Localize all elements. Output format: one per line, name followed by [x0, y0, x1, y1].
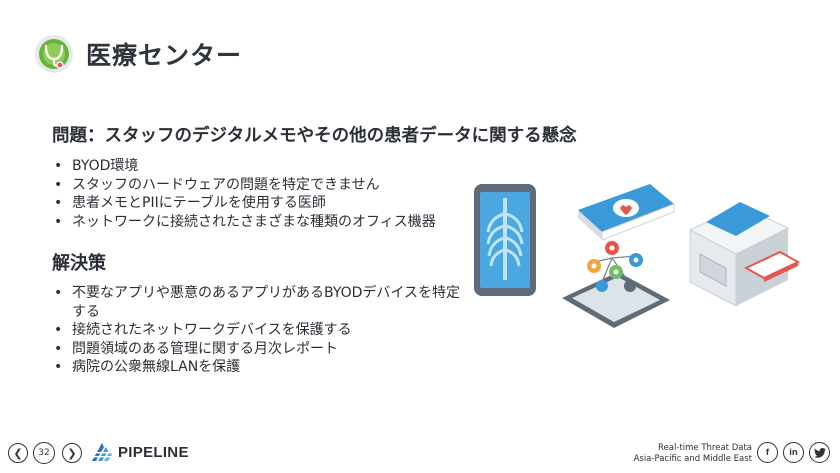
page-number: 32: [33, 442, 55, 464]
solution-list: 不要なアプリや悪意のあるアプリがあるBYODデバイスを特定する 接続されたネット…: [52, 284, 472, 377]
medical-book-icon: [578, 184, 675, 241]
chevron-right-icon: ❯: [67, 446, 77, 460]
next-button[interactable]: ❯: [62, 443, 82, 463]
linkedin-icon: in: [789, 447, 798, 458]
list-item: スタッフのハードウェアの問題を特定できません: [52, 176, 472, 195]
connected-phone-icon: [562, 241, 670, 328]
slide-footer: ❮ 32 ❯ PIPELINE Real-time Threat Data As…: [0, 438, 840, 468]
list-item: 患者メモとPIIにテーブルを使用する医師: [52, 194, 472, 213]
chevron-left-icon: ❮: [13, 446, 23, 460]
brand-name: PIPELINE: [118, 443, 189, 461]
tagline-line-1: Real-time Threat Data: [658, 443, 752, 453]
page-title: 医療センター: [86, 41, 243, 70]
problem-heading: 問題：スタッフのデジタルメモやその他の患者データに関する懸念: [52, 126, 577, 146]
slide-header: 医療センター: [34, 34, 242, 74]
list-item: 接続されたネットワークデバイスを保護する: [52, 321, 472, 340]
list-item: ネットワークに接続されたさまざまな種類のオフィス機器: [52, 213, 472, 232]
printer-icon: [688, 202, 801, 307]
solution-heading: 解決策: [52, 253, 106, 274]
twitter-button[interactable]: [809, 442, 830, 463]
previous-button[interactable]: ❮: [8, 443, 28, 463]
facebook-button[interactable]: f: [757, 442, 778, 463]
facebook-icon: f: [765, 447, 770, 458]
list-item: BYOD環境: [52, 157, 472, 176]
twitter-icon: [813, 447, 826, 458]
stethoscope-badge-icon: [35, 35, 73, 73]
list-item: 不要なアプリや悪意のあるアプリがあるBYODデバイスを特定する: [52, 284, 472, 321]
xray-tablet-icon: [474, 184, 536, 296]
list-item: 問題領域のある管理に関する月次レポート: [52, 340, 472, 359]
problem-list: BYOD環境 スタッフのハードウェアの問題を特定できません 患者メモとPIIにテ…: [52, 157, 472, 231]
medical-devices-illustration: [474, 184, 801, 328]
slide-content: 問題：スタッフのデジタルメモやその他の患者データに関する懸念 BYOD環境 スタ…: [52, 122, 652, 377]
footer-tagline: Real-time Threat Data Asia-Pacific and M…: [634, 443, 752, 465]
pipeline-logo-icon: [92, 443, 113, 461]
brand-logo: PIPELINE: [90, 441, 189, 463]
linkedin-button[interactable]: in: [783, 442, 804, 463]
tagline-line-2: Asia-Pacific and Middle East: [633, 454, 752, 464]
list-item: 病院の公衆無線LANを保護: [52, 358, 472, 377]
